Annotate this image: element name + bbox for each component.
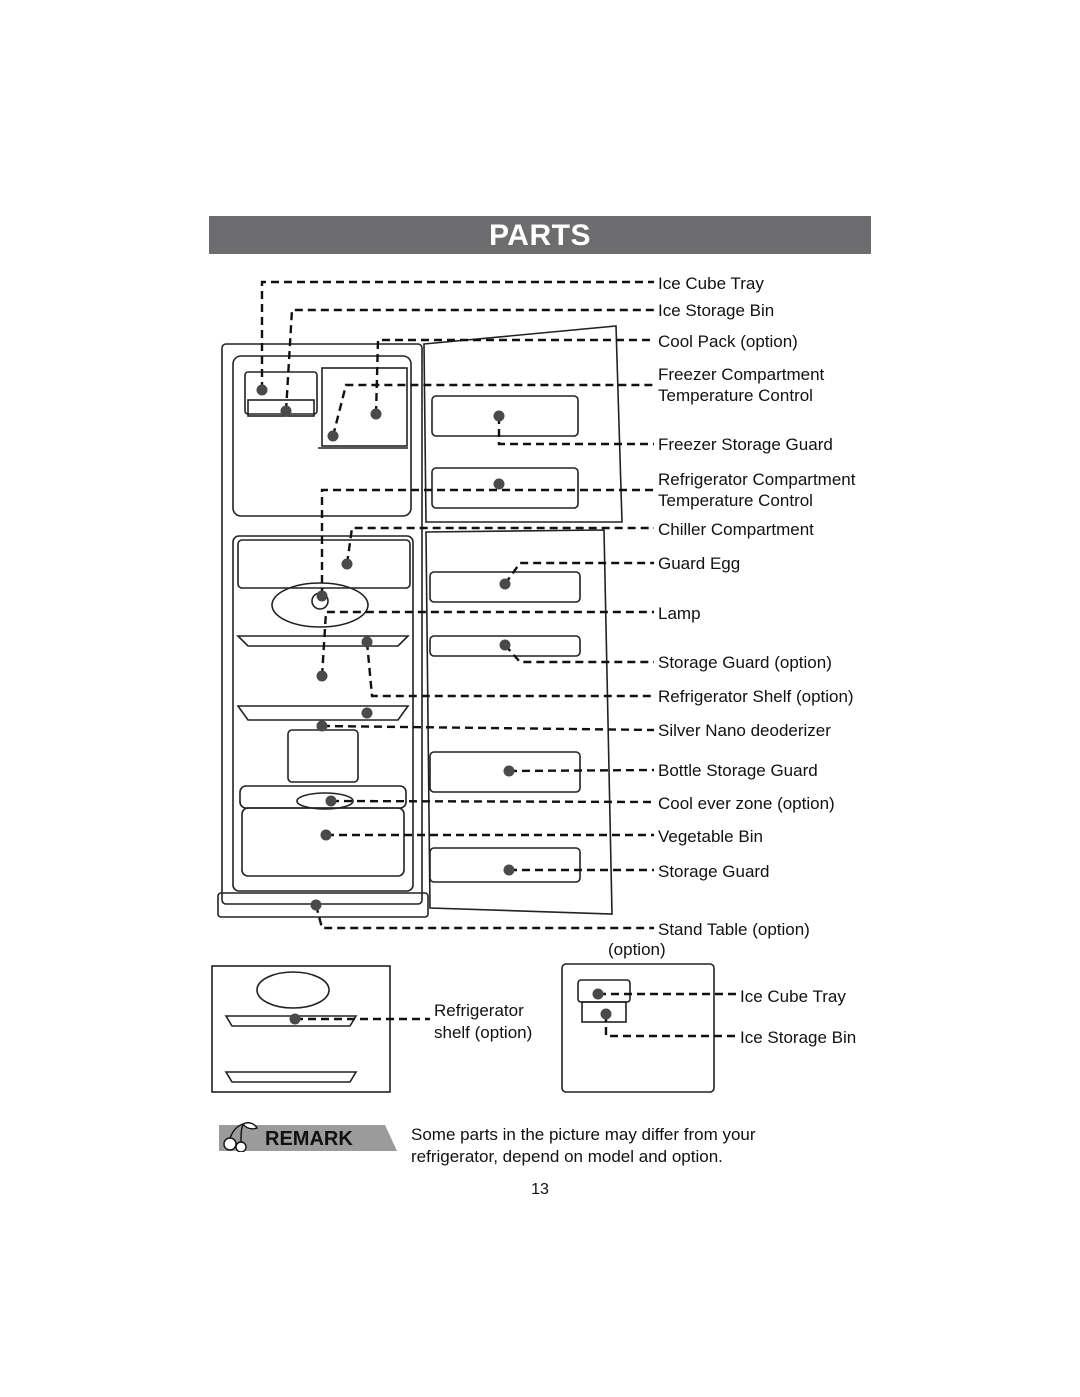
label-guard-egg: Guard Egg bbox=[658, 554, 741, 573]
leader-lines bbox=[260, 280, 736, 1038]
door-guard-bottom bbox=[429, 847, 581, 883]
label-fridge-temp-line1: Refrigerator Compartment bbox=[658, 470, 856, 489]
label-option-ice-cube-tray: Ice Cube Tray bbox=[740, 987, 846, 1006]
page-title: PARTS bbox=[209, 216, 871, 254]
cool-ever-zone-cover bbox=[239, 785, 407, 809]
label-option-ice-storage-bin: Ice Storage Bin bbox=[740, 1028, 857, 1047]
shelf-upper bbox=[236, 635, 410, 647]
stand-base bbox=[217, 892, 429, 918]
remark-text: Some parts in the picture may differ fro… bbox=[411, 1124, 756, 1168]
chiller-drawer bbox=[237, 539, 411, 589]
remark-badge-text: REMARK bbox=[265, 1128, 353, 1150]
label-option-shelf-line2: shelf (option) bbox=[434, 1023, 533, 1042]
cool-pack-box bbox=[321, 367, 408, 447]
label-freezer-storage-guard: Freezer Storage Guard bbox=[658, 435, 833, 454]
label-lamp: Lamp bbox=[658, 604, 701, 623]
label-fridge-temp-line2: Temperature Control bbox=[658, 491, 813, 510]
label-cool-ever-zone: Cool ever zone (option) bbox=[658, 794, 835, 813]
label-storage-guard: Storage Guard bbox=[658, 862, 770, 881]
label-freezer-temp-line1: Freezer Compartment bbox=[658, 365, 825, 384]
silver-nano-box bbox=[287, 729, 359, 783]
label-refrigerator-shelf-option: Refrigerator Shelf (option) bbox=[658, 687, 854, 706]
cherry-icon bbox=[223, 1122, 258, 1152]
bottle-guard bbox=[429, 751, 581, 793]
label-chiller-compartment: Chiller Compartment bbox=[658, 520, 814, 539]
vegetable-bin-box bbox=[241, 807, 405, 877]
remark-line-2: refrigerator, depend on model and option… bbox=[411, 1147, 723, 1166]
label-ice-cube-tray: Ice Cube Tray bbox=[658, 274, 764, 293]
ice-maker-box bbox=[244, 371, 318, 415]
shelf-lower bbox=[236, 705, 410, 721]
option-heading: (option) bbox=[608, 940, 666, 959]
label-silver-nano: Silver Nano deoderizer bbox=[658, 721, 831, 740]
label-cool-pack: Cool Pack (option) bbox=[658, 332, 798, 351]
label-storage-guard-option: Storage Guard (option) bbox=[658, 653, 832, 672]
refrigerator-door bbox=[425, 529, 613, 915]
egg-guard bbox=[429, 571, 581, 603]
option-freezer-figure bbox=[561, 963, 715, 1093]
page-number: 13 bbox=[531, 1181, 549, 1198]
freezer-guard-lower bbox=[431, 467, 579, 509]
temp-control-housing bbox=[271, 582, 369, 628]
remark-badge: REMARK bbox=[219, 1122, 397, 1152]
label-vegetable-bin: Vegetable Bin bbox=[658, 827, 763, 846]
label-ice-storage-bin: Ice Storage Bin bbox=[658, 301, 775, 320]
door-storage-guard bbox=[429, 635, 581, 657]
label-bottle-storage-guard: Bottle Storage Guard bbox=[658, 761, 818, 780]
label-freezer-temp-line2: Temperature Control bbox=[658, 386, 813, 405]
option-fridge-shelf-figure bbox=[211, 965, 391, 1093]
freezer-guard-upper bbox=[431, 395, 579, 437]
freezer-door bbox=[423, 325, 623, 523]
label-stand-table: Stand Table (option) bbox=[658, 920, 810, 939]
remark-line-1: Some parts in the picture may differ fro… bbox=[411, 1125, 756, 1144]
ice-bin bbox=[247, 399, 315, 417]
cabinet-outline bbox=[221, 343, 423, 905]
label-option-shelf-line1: Refrigerator bbox=[434, 1001, 524, 1020]
callout-dots bbox=[256, 384, 612, 1025]
